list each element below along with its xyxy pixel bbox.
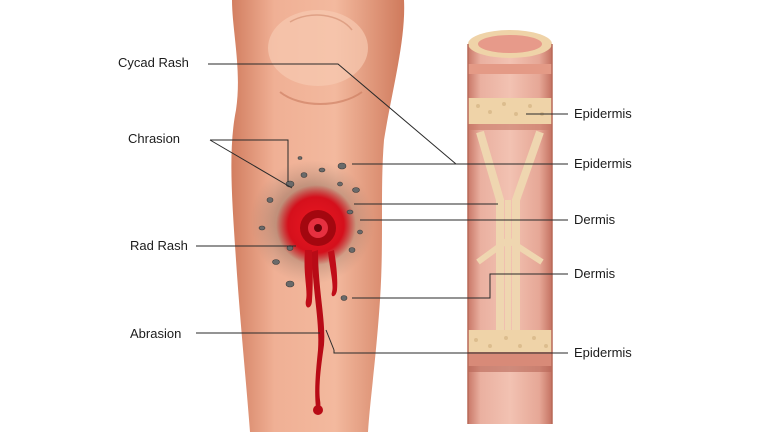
label-epidermis-top: Epidermis <box>574 106 632 121</box>
label-cycad-rash: Cycad Rash <box>118 55 189 70</box>
blood-drip-3 <box>328 250 338 297</box>
skin-tube <box>467 30 553 424</box>
label-dermis-lower: Dermis <box>574 266 616 281</box>
knee-cap <box>268 10 368 86</box>
blood-drip-1 <box>304 250 313 308</box>
label-abrasion: Abrasion <box>130 326 182 341</box>
label-chrasion: Chrasion <box>128 131 181 146</box>
blood-drip-2 <box>312 250 325 414</box>
blood-drop <box>313 405 323 415</box>
label-epidermis-bottom: Epidermis <box>574 345 632 360</box>
label-dermis-upper: Dermis <box>574 212 616 227</box>
label-epidermis-upper: Epidermis <box>574 156 632 171</box>
leader-lines <box>196 63 568 354</box>
label-rad-rash: Rad Rash <box>130 238 188 253</box>
